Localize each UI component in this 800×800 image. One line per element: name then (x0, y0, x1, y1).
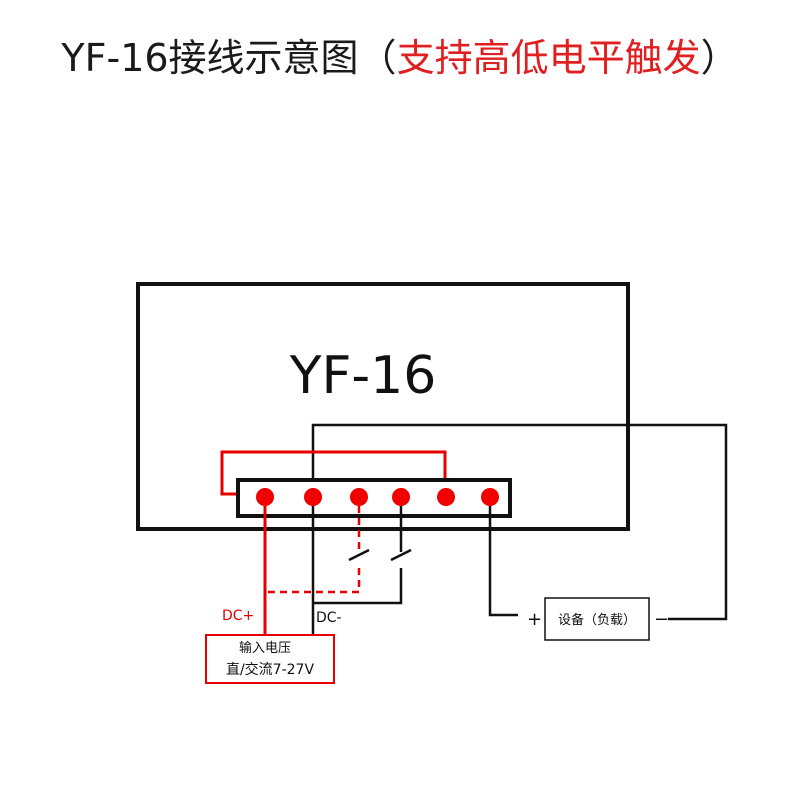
dc-minus-label: DC- (316, 610, 342, 626)
title-close-paren: ） (700, 36, 739, 80)
red-jumper-loop (220, 450, 447, 497)
terminal-4 (392, 488, 410, 506)
terminal-strip (236, 478, 512, 518)
terminal-5 (437, 488, 455, 506)
terminal-1 (256, 488, 274, 506)
wire-terminal2-to-device-minus (311, 423, 728, 621)
input-voltage-line2: 直/交流7-27V (226, 661, 314, 678)
device-box (544, 597, 650, 641)
input-voltage-line1: 输入电压 (239, 640, 291, 656)
device-plus-sign: + (527, 609, 542, 630)
title-main: YF-16接线示意图 (61, 36, 359, 80)
module-label: YF-16 (289, 346, 437, 406)
switch-symbol-1 (348, 548, 370, 562)
module-box (136, 282, 630, 531)
diagram-title: YF-16接线示意图（支持高低电平触发） (0, 30, 800, 86)
title-open-paren: （ (358, 36, 397, 80)
wire-trigger-lower (265, 568, 361, 594)
terminal-6 (481, 488, 499, 506)
title-highlight: 支持高低电平触发 (396, 36, 701, 80)
terminal-3 (350, 488, 368, 506)
wire-switch-lower (313, 568, 403, 605)
device-label: 设备（负载） (558, 612, 636, 628)
dc-plus-label: DC+ (222, 608, 254, 624)
device-minus-sign: − (654, 609, 669, 630)
wire-terminal6-to-device-plus (488, 506, 518, 617)
switch-symbol-2 (390, 548, 412, 562)
terminal-2 (304, 488, 322, 506)
input-voltage-box (205, 634, 335, 684)
